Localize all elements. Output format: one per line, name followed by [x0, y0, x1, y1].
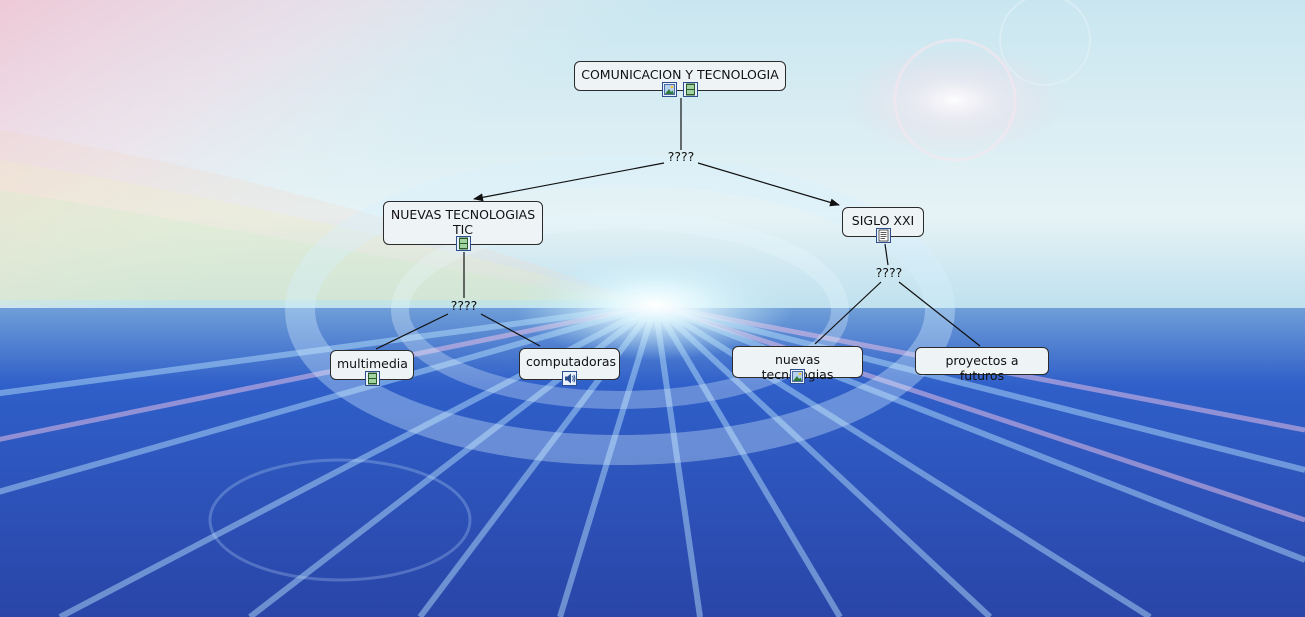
resource-icons — [384, 236, 542, 252]
concept-multimedia[interactable]: multimedia — [330, 350, 414, 386]
document-icon[interactable] — [875, 228, 891, 243]
video-icon[interactable] — [682, 82, 698, 97]
resource-icons — [733, 369, 862, 385]
concept-label: SIGLO XXI — [851, 213, 915, 228]
concept-nuevas-tecnologias-tic[interactable]: NUEVAS TECNOLOGIAS TIC — [383, 201, 543, 251]
concept-label: proyectos a futuros — [945, 353, 1019, 383]
line-link-to-computadoras — [480, 313, 541, 347]
resource-icons — [575, 82, 785, 98]
resource-icons — [843, 228, 923, 244]
concept-computadoras[interactable]: computadoras — [519, 348, 620, 386]
resource-icons — [520, 371, 619, 387]
audio-icon[interactable] — [562, 371, 577, 386]
video-icon[interactable] — [364, 371, 380, 386]
concept-proyectos-a-futuros[interactable]: proyectos a futuros — [915, 347, 1049, 383]
image-icon[interactable] — [790, 369, 805, 384]
line-link-to-nuevas — [814, 281, 882, 345]
line-siglo-to-link — [884, 243, 889, 266]
line-link-to-multimedia — [375, 313, 449, 350]
concept-siglo-xxi[interactable]: SIGLO XXI — [842, 207, 924, 243]
concept-label: multimedia — [337, 356, 408, 371]
concept-comunicacion-y-tecnologia[interactable]: COMUNICACION Y TECNOLOGIA — [574, 61, 786, 97]
resource-icons — [331, 371, 413, 387]
video-icon[interactable] — [455, 236, 471, 251]
concept-label: computadoras — [526, 354, 617, 369]
concept-label: COMUNICACION Y TECNOLOGIA — [581, 67, 779, 82]
image-icon[interactable] — [662, 82, 677, 97]
arrow-link-to-siglo — [697, 162, 840, 207]
linking-phrase-tic[interactable]: ???? — [450, 298, 478, 313]
linking-phrase-root[interactable]: ???? — [667, 149, 695, 164]
concept-nuevas-tecnologias[interactable]: nuevas tecnologias — [732, 346, 863, 384]
concept-label: NUEVAS TECNOLOGIAS TIC — [390, 207, 536, 237]
line-link-to-proyectos — [898, 281, 981, 347]
arrow-link-to-tic — [473, 162, 665, 202]
linking-phrase-siglo[interactable]: ???? — [875, 265, 903, 280]
